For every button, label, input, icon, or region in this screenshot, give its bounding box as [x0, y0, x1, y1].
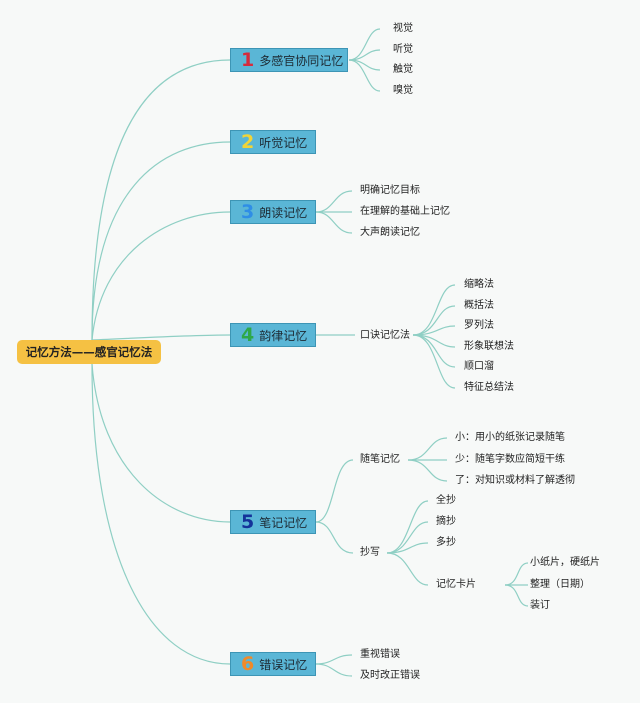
root-node[interactable]: 记忆方法——感官记忆法 — [17, 340, 161, 364]
branch-number-3: 3 — [241, 200, 255, 223]
branch-node-4[interactable]: 4 韵律记忆 — [230, 323, 316, 347]
subtopic-node: 记忆卡片 — [436, 579, 476, 590]
leaf-node: 视觉 — [393, 23, 413, 34]
leaf-node: 缩略法 — [464, 279, 494, 290]
branch-node-2[interactable]: 2 听觉记忆 — [230, 130, 316, 154]
leaf-node: 顺口溜 — [464, 361, 494, 372]
leaf-node: 了：对知识或材料了解透彻 — [455, 475, 575, 486]
leaf-node: 重视错误 — [360, 649, 400, 660]
leaf-node: 特征总结法 — [464, 382, 514, 393]
branch-label-1: 多感官协同记忆 — [259, 53, 344, 68]
leaf-node: 小纸片，硬纸片 — [530, 557, 600, 568]
branch-label-6: 错误记忆 — [259, 657, 308, 672]
branch-node-5[interactable]: 5 笔记记忆 — [230, 510, 316, 534]
branch-node-3[interactable]: 3 朗读记忆 — [230, 200, 316, 224]
leaf-node: 明确记忆目标 — [360, 185, 420, 196]
leaf-node: 听觉 — [393, 44, 413, 55]
branch-number-6: 6 — [241, 652, 255, 675]
branch-node-6[interactable]: 6 错误记忆 — [230, 652, 316, 676]
leaf-node: 及时改正错误 — [360, 670, 420, 681]
leaf-node: 概括法 — [464, 300, 494, 311]
leaf-node: 整理（日期） — [530, 579, 590, 590]
branch-label-5: 笔记记忆 — [259, 515, 308, 530]
subtopic-node: 随笔记忆 — [360, 454, 400, 465]
leaf-node: 形象联想法 — [464, 341, 514, 352]
branch-number-2: 2 — [241, 130, 255, 153]
branch-label-2: 听觉记忆 — [259, 135, 308, 150]
leaf-node: 小：用小的纸张记录随笔 — [455, 432, 565, 443]
leaf-node: 罗列法 — [464, 320, 494, 331]
leaf-node: 大声朗读记忆 — [360, 227, 420, 238]
branch-label-3: 朗读记忆 — [259, 205, 308, 220]
branch-number-1: 1 — [241, 48, 255, 71]
branch-number-5: 5 — [241, 510, 255, 533]
branch-label-4: 韵律记忆 — [259, 328, 308, 343]
leaf-node: 嗅觉 — [393, 85, 413, 96]
leaf-node: 摘抄 — [436, 516, 456, 527]
subtopic-node: 抄写 — [360, 547, 380, 558]
branch-node-1[interactable]: 1 多感官协同记忆 — [230, 48, 348, 72]
leaf-node: 多抄 — [436, 537, 456, 548]
leaf-node: 在理解的基础上记忆 — [360, 206, 450, 217]
leaf-node: 装订 — [530, 600, 550, 611]
branch-number-4: 4 — [241, 323, 255, 346]
subtopic-node: 口诀记忆法 — [360, 330, 410, 341]
leaf-node: 触觉 — [393, 64, 413, 75]
leaf-node: 少：随笔字数应简短干练 — [455, 454, 565, 465]
leaf-node: 全抄 — [436, 495, 456, 506]
